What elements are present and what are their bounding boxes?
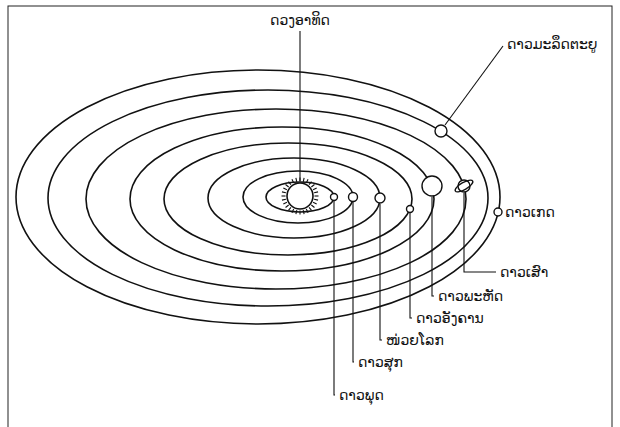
sun-ray bbox=[309, 182, 311, 185]
frame bbox=[8, 6, 612, 427]
sun-ray bbox=[283, 202, 287, 204]
orbit bbox=[16, 70, 500, 324]
sun-ray bbox=[288, 207, 290, 210]
leader-line bbox=[334, 201, 335, 395]
planets bbox=[331, 125, 503, 216]
sun-ray bbox=[282, 199, 286, 201]
planet bbox=[349, 193, 358, 202]
orbit bbox=[164, 143, 412, 255]
planet-label: ດາວພຸດ bbox=[339, 386, 384, 404]
saturn-ring bbox=[454, 178, 475, 194]
orbit bbox=[48, 90, 488, 306]
orbit bbox=[130, 127, 434, 271]
sun-ray bbox=[282, 191, 286, 193]
leader-line bbox=[299, 31, 300, 181]
leader-line bbox=[380, 204, 382, 340]
orbits bbox=[16, 70, 500, 324]
planet-label: ດາວອັງຄານ bbox=[416, 309, 484, 327]
sun-ray bbox=[299, 211, 300, 215]
orbit bbox=[86, 109, 466, 289]
planet-label: ໜ່ວຍໂລກ bbox=[386, 331, 444, 349]
sun-ray bbox=[286, 184, 289, 186]
sun-ray bbox=[292, 179, 294, 183]
orbit bbox=[266, 182, 334, 212]
planet-label: ດາວພະຫັດ bbox=[438, 287, 503, 305]
orbit bbox=[208, 158, 380, 238]
sun-ray bbox=[292, 209, 294, 213]
sun-ray bbox=[303, 210, 305, 214]
sun-ray bbox=[303, 178, 305, 182]
planet bbox=[407, 206, 414, 213]
planet bbox=[422, 176, 442, 196]
sun-ray bbox=[313, 202, 317, 204]
planet bbox=[331, 194, 338, 201]
sun-disc bbox=[287, 183, 313, 209]
sun-ray bbox=[306, 179, 308, 183]
sun bbox=[282, 178, 319, 215]
leader-lines bbox=[300, 31, 503, 395]
sun-ray bbox=[309, 207, 311, 210]
leader-line bbox=[432, 197, 434, 296]
planet bbox=[435, 125, 447, 137]
sun-ray bbox=[311, 184, 314, 186]
sun-ray bbox=[288, 182, 290, 185]
sun-ray bbox=[306, 209, 308, 213]
leader-line bbox=[445, 46, 503, 125]
leader-line bbox=[410, 213, 412, 318]
sun-ray bbox=[282, 195, 286, 196]
planet-label: ດາວເກດ bbox=[505, 203, 555, 221]
sun-ray bbox=[314, 199, 318, 201]
orbit bbox=[243, 171, 353, 223]
leader-line bbox=[353, 202, 354, 362]
planet bbox=[494, 208, 502, 216]
sun-ray bbox=[283, 188, 287, 190]
planet-label: ດາວເສົາ bbox=[500, 263, 548, 281]
sun-ray bbox=[295, 178, 297, 182]
sun-ray bbox=[314, 191, 318, 193]
sun-ray bbox=[311, 205, 314, 207]
sun-ray bbox=[286, 205, 289, 207]
sun-ray bbox=[295, 210, 297, 214]
planet bbox=[375, 193, 385, 203]
leader-line bbox=[464, 193, 496, 272]
sun-ray bbox=[315, 195, 319, 196]
planet-label: ດາວມະລຶດຕະຍູ bbox=[507, 35, 597, 53]
planet-label: ດວງອາທິດ bbox=[270, 11, 330, 29]
planet-label: ດາວສຸກ bbox=[358, 353, 403, 371]
sun-ray bbox=[313, 188, 317, 190]
